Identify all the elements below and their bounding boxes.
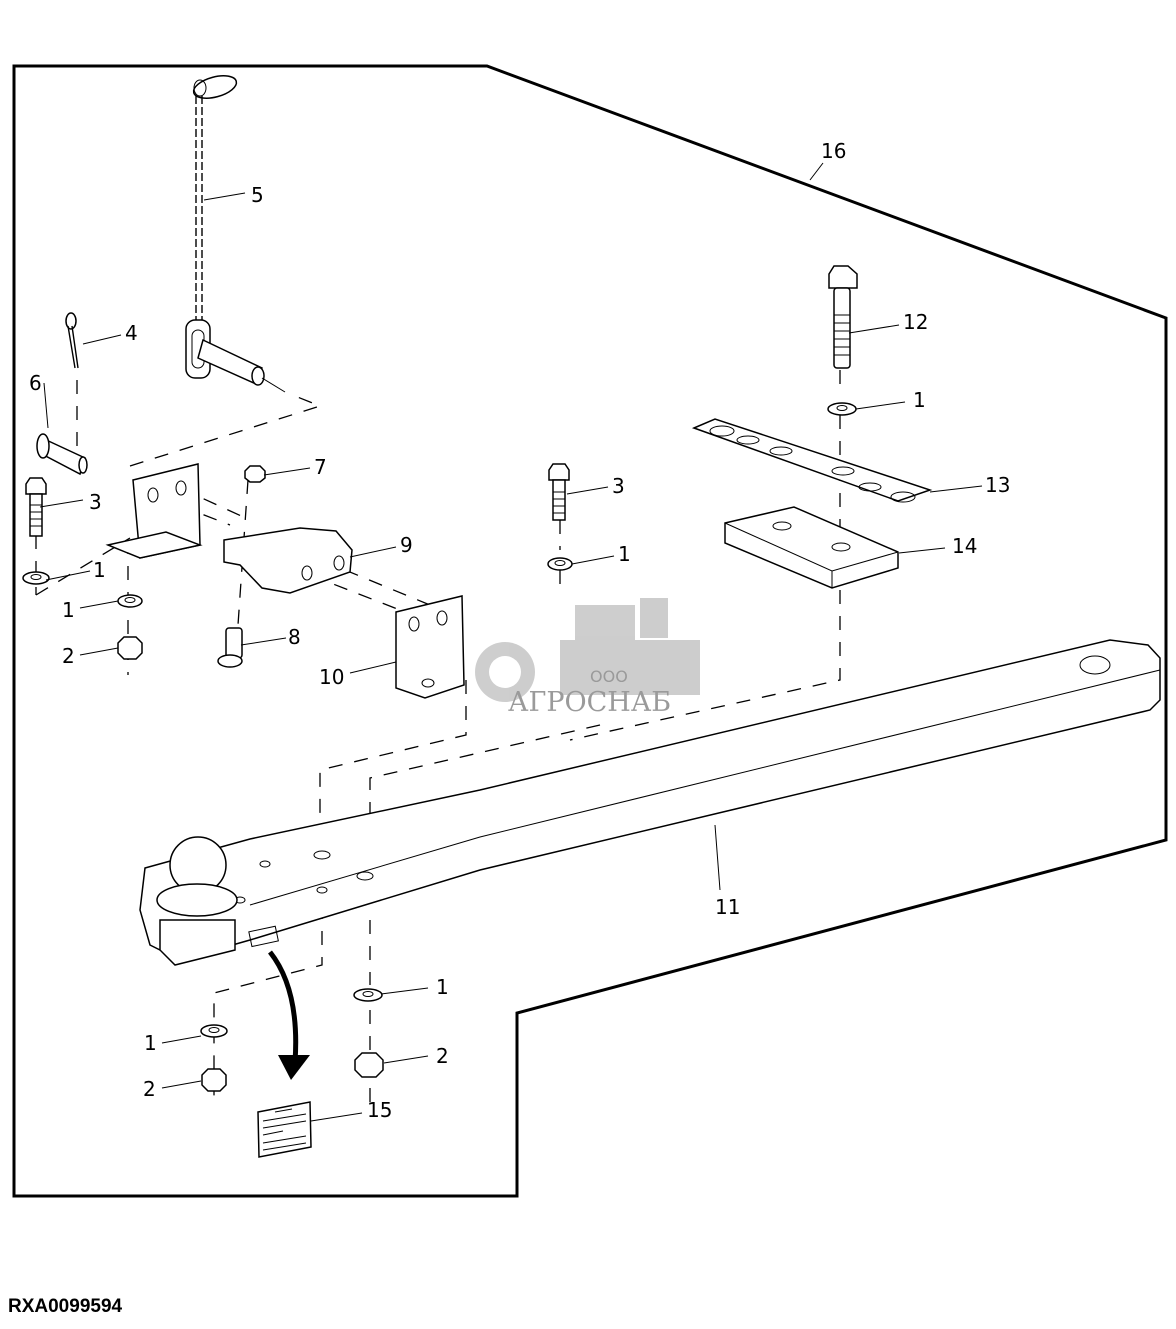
part-10-bracket [395, 595, 465, 699]
callout-7: 7 [314, 455, 327, 479]
callout-3-left: 3 [89, 490, 102, 514]
part-4-cotter-pin [65, 312, 79, 369]
nut-2b [354, 1052, 384, 1078]
part-5-chain-pin [185, 75, 286, 393]
callout-11: 11 [715, 895, 740, 919]
callout-3-center: 3 [612, 474, 625, 498]
callout-2-lower-right: 2 [436, 1044, 449, 1068]
watermark-small-text: ООО [590, 667, 628, 686]
callout-14: 14 [952, 534, 977, 558]
washer-parts [22, 402, 857, 1038]
watermark-logo: ООО АГРОСНАБ [475, 598, 700, 718]
part-13-shim-plate [691, 418, 933, 503]
part-6-clevis-pin [36, 433, 88, 476]
arrow-to-decal [268, 950, 310, 1080]
callout-4: 4 [125, 321, 138, 345]
watermark-brand-text: АГРОСНАБ [508, 687, 671, 718]
assembly-boundary [12, 64, 1168, 1198]
callout-1-left-washer: 1 [93, 558, 106, 582]
callout-1-lower-right: 1 [436, 975, 449, 999]
part-11-drawbar [139, 639, 1161, 966]
callout-16: 16 [821, 139, 846, 163]
callout-13: 13 [985, 473, 1010, 497]
mounting-bracket-left [105, 463, 203, 559]
washer-1b [117, 594, 143, 608]
leader-lines [39, 162, 983, 1122]
callout-1-right: 1 [913, 388, 926, 412]
part-14-spacer-block [724, 506, 899, 589]
washer-1f [200, 1024, 228, 1038]
callout-9: 9 [400, 533, 413, 557]
washer-1d [827, 402, 857, 416]
callout-2-lower-left: 2 [143, 1077, 156, 1101]
callout-1-center: 1 [618, 542, 631, 566]
callout-12: 12 [903, 310, 928, 334]
callout-1-bracket-washer: 1 [62, 598, 75, 622]
callout-5: 5 [251, 183, 264, 207]
part-3-bolt-center [548, 463, 570, 521]
washer-1a [22, 571, 50, 585]
part-15-decal [257, 1101, 312, 1158]
callout-2-left: 2 [62, 644, 75, 668]
nut-7 [244, 465, 266, 483]
figure-id-label: RXA0099594 [8, 1296, 123, 1317]
callout-15: 15 [367, 1098, 392, 1122]
callout-8: 8 [288, 625, 301, 649]
callout-1-lower-left: 1 [144, 1031, 157, 1055]
washer-1c [547, 557, 573, 571]
callout-labels: 5 4 6 3 1 1 2 7 9 8 10 3 1 16 12 1 13 14… [29, 139, 1010, 1122]
callout-6: 6 [29, 371, 42, 395]
washer-1e [353, 988, 383, 1002]
nut-2c [201, 1068, 227, 1092]
part-3-bolt-left [25, 477, 47, 537]
part-8-pin [217, 627, 243, 668]
nut-2a [117, 636, 143, 660]
part-9-hitch-block [223, 527, 353, 594]
part-12-long-bolt [828, 265, 858, 369]
nut-parts [117, 465, 384, 1092]
callout-10: 10 [319, 665, 344, 689]
